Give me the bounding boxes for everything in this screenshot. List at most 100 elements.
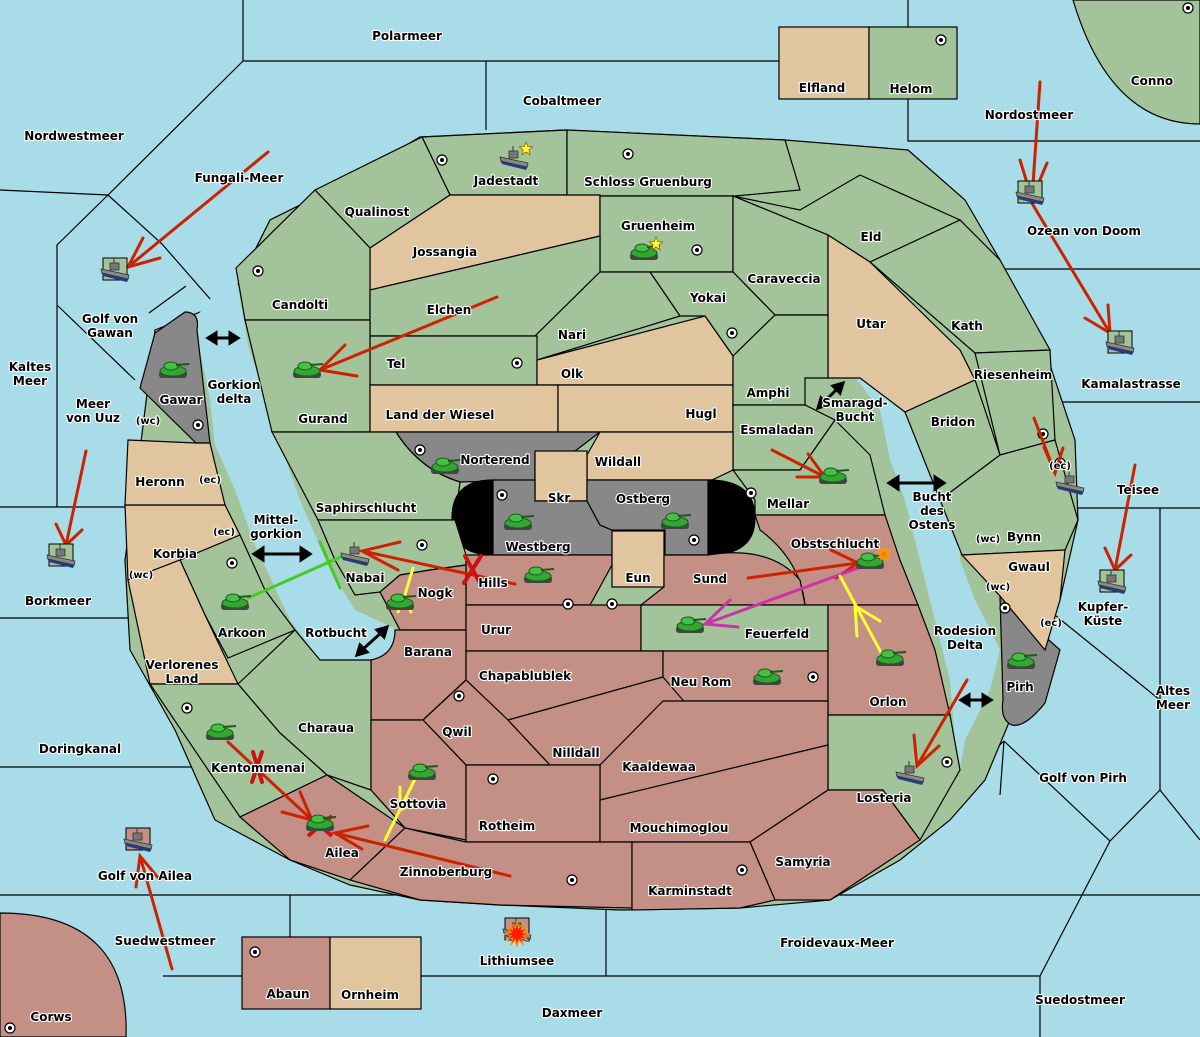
province-label-riesenheim: Riesenheim [974,368,1053,382]
army-unit-gawar[interactable] [159,361,190,378]
sea-label-cobaltmeer: Cobaltmeer [523,94,601,108]
province-conno[interactable] [1072,0,1200,125]
province-label-nari: Nari [558,328,586,342]
supply-center-icon [941,756,953,768]
sea-label-kupfer-kueste: Kupfer-Küste [1078,600,1128,628]
army-unit-feuerfeld[interactable] [676,616,707,633]
sea-label-mittel-gorkion: Mittel-gorkion [250,513,302,541]
fleet-unit-kupfer-kueste[interactable] [1097,569,1127,594]
fleet-unit-lithiumsee[interactable] [502,917,532,948]
army-unit-neu-rom[interactable] [753,668,784,685]
ship-icon [1055,471,1085,495]
province-label-yokai: Yokai [689,291,726,305]
tank-icon [206,723,237,740]
army-unit-nogk[interactable] [386,593,417,610]
supply-center-icon [436,154,448,166]
province-label-skr: Skr [548,491,571,505]
army-unit-mellar[interactable] [819,467,850,484]
coast-marker-korbia: (wc) [129,570,153,581]
fleet-unit-bynn[interactable] [1055,471,1085,495]
province-obstschlucht[interactable] [754,514,919,606]
fleet-unit-golf-von-ailea[interactable] [123,827,153,852]
fleet-unit-losteria[interactable] [895,761,925,785]
province-label-nabai: Nabai [346,571,385,585]
army-unit-orlon[interactable] [876,649,907,666]
double-arrow-icon [886,474,947,492]
double-arrow-icon [958,692,994,708]
army-unit-hills[interactable] [524,566,555,583]
tank-icon [386,593,417,610]
province-neu-rom[interactable] [662,650,829,702]
province-label-chapablublek: Chapablublek [479,669,572,683]
sea-label-suedostmeer: Suedostmeer [1035,993,1125,1007]
arrowhead-icon [398,785,420,813]
province-label-barana: Barana [404,645,452,659]
tank-icon [630,243,661,260]
tank-icon [753,668,784,685]
province-karminstadt[interactable] [631,841,776,911]
province-candolti[interactable] [235,189,371,321]
province-label-qwil: Qwil [442,725,472,739]
arrowhead-icon [357,540,402,572]
province-label-gawar: Gawar [159,393,202,407]
order-move-line [333,831,512,878]
arrowhead-icon [912,733,941,770]
army-unit-kentommenai[interactable] [206,723,237,740]
coast-marker-heronn: (ec) [199,475,221,486]
double-arrow-icon [205,330,241,346]
province-skr[interactable] [534,450,588,502]
sea-label-rotbucht: Rotbucht [305,626,367,640]
tank-icon [159,361,190,378]
province-kath[interactable] [868,219,1051,354]
army-unit-sottovia[interactable] [408,763,439,780]
province-gruenheim[interactable] [599,195,734,273]
army-unit-obstschlucht[interactable] [856,546,892,569]
province-label-mellar: Mellar [767,497,809,511]
army-unit-arkoon[interactable] [221,593,252,610]
fleet-unit-ozean-von-doom[interactable] [1015,180,1045,205]
supply-center-icon [226,557,238,569]
fleet-unit-borkmeer[interactable] [46,543,76,568]
fleet-unit-golf-von-gawan[interactable] [100,257,130,282]
sea-label-golf-von-ailea: Golf von Ailea [98,869,192,883]
supply-center-icon [622,148,634,160]
province-verlorenes-land[interactable] [127,559,239,685]
province-label-charaua: Charaua [298,721,354,735]
sea-bucht-channel [805,377,1000,770]
supply-center-icon [999,602,1011,614]
supply-center-icon [511,357,523,369]
province-label-gwaul: Gwaul [1008,560,1050,574]
province-gwaul[interactable] [960,549,1066,652]
coast-marker-korbia: (ec) [213,527,235,538]
province-label-kaaldewaa: Kaaldewaa [622,760,696,774]
army-unit-norterend[interactable] [431,457,462,474]
province-ornheim[interactable] [329,936,422,1010]
province-corws[interactable] [0,912,127,1037]
province-label-elchen: Elchen [427,303,472,317]
supply-center-icon [606,598,618,610]
province-ostberg[interactable] [586,479,709,556]
province-label-rotheim: Rotheim [479,819,536,833]
sea-label-froidevaux-meer: Froidevaux-Meer [780,936,894,950]
fleet-unit-jadestadt[interactable] [499,140,534,170]
province-label-ostberg: Ostberg [616,492,670,506]
army-unit-pirh[interactable] [1007,652,1038,669]
army-unit-westberg[interactable] [504,513,535,530]
army-unit-ostberg[interactable] [661,512,692,529]
fleet-unit-kamalastrasse[interactable] [1105,330,1135,355]
army-unit-gruenheim[interactable] [630,235,664,260]
province-label-westberg: Westberg [505,540,570,554]
army-unit-gurand[interactable] [293,361,324,378]
province-eun[interactable] [611,530,665,588]
army-unit-ailea[interactable] [306,814,337,838]
province-label-candolti: Candolti [272,298,328,312]
fleet-unit-nabai[interactable] [340,542,370,566]
failed-order-x-icon [250,750,264,784]
ship-icon [100,258,130,282]
supply-center-icon [807,671,819,683]
sea-label-borkmeer: Borkmeer [25,594,91,608]
province-heronn[interactable] [124,439,226,506]
order-move-line [746,561,860,580]
